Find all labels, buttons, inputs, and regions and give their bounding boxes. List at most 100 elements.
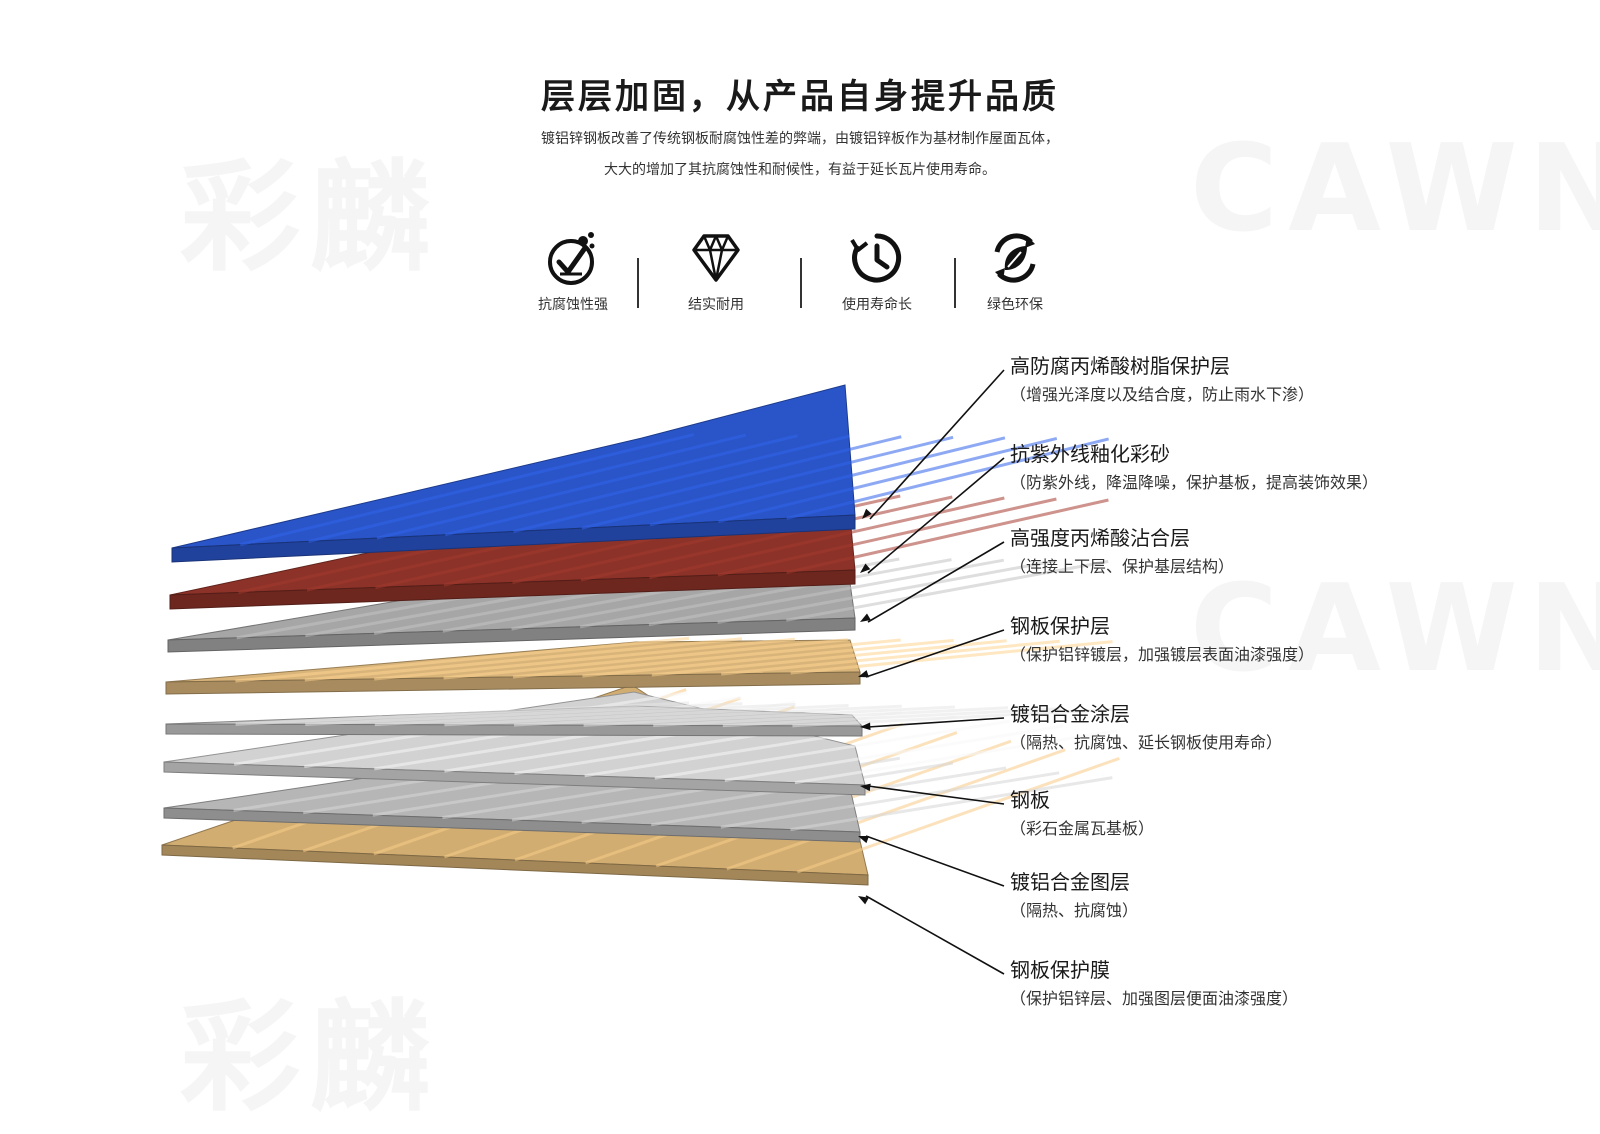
layer-desc: （彩石金属瓦基板） — [1010, 819, 1155, 838]
leader-arrowhead — [860, 613, 871, 622]
layer-ridge — [305, 702, 743, 726]
divider — [954, 258, 956, 308]
leader-arrowhead — [858, 896, 869, 905]
watermark-cn: 彩麟 — [180, 149, 440, 288]
intro-line-2: 大大的增加了其抗腐蚀性和耐候性，有益于延长瓦片使用寿命。 — [604, 162, 996, 178]
layer-ridge — [582, 638, 954, 678]
layer-ridge — [653, 706, 1009, 727]
layer-label-protective-film: 钢板保护膜 （保护铝锌层、加强图层便面油漆强度） — [1010, 956, 1298, 1011]
divider — [800, 258, 802, 308]
feature-durable: 结实耐用 — [651, 230, 781, 314]
feature-label: 使用寿命长 — [842, 297, 912, 313]
layer-ridge — [654, 719, 1010, 780]
watermark-cn: 彩麟 — [180, 989, 440, 1128]
layer-ridge — [513, 704, 902, 727]
layer-front-edge — [167, 617, 856, 653]
layer-ridge — [580, 495, 953, 582]
leader-arrowhead — [862, 508, 872, 519]
clock-icon — [850, 233, 902, 283]
feature-anti-corrosion: 抗腐蚀性强 — [508, 230, 638, 314]
layer-ridge — [235, 701, 690, 726]
layer-ridge — [374, 702, 796, 727]
layer-front-edge — [171, 514, 856, 563]
layer-ridge — [235, 636, 690, 683]
layer-title: 钢板保护层 — [1010, 614, 1110, 638]
layer-front-edge — [165, 723, 863, 737]
layer-front-edge — [163, 761, 866, 796]
layer-ridge — [786, 559, 1109, 622]
layer-ridge — [794, 729, 1118, 785]
diamond-icon — [692, 234, 740, 282]
layer-ridge — [720, 771, 1060, 829]
leader-arrowhead — [858, 670, 869, 678]
leader-line — [865, 895, 1005, 975]
leader-arrowhead — [860, 563, 871, 573]
layer-title: 抗紫外线釉化彩砂 — [1010, 442, 1170, 466]
page-title: 层层加固，从产品自身提升品质 — [541, 76, 1059, 117]
layer-ridge — [786, 498, 1109, 574]
layer-label-acrylic-resin: 高防腐丙烯酸树脂保护层 （增强光泽度以及结合度，防止雨水下渗） — [1010, 352, 1314, 407]
intro-text: 镀铝锌钢板改善了传统钢板耐腐蚀性差的弊端，由镀铝锌板作为基材制作屋面瓦体， 大大… — [0, 124, 1600, 186]
leader-line — [865, 629, 1005, 678]
layer-ridge — [304, 637, 743, 682]
layer-desc: （防紫外线，降温降噪，保护基板，提高装饰效果） — [1010, 473, 1379, 492]
leader-line — [865, 835, 1005, 887]
layer-ridge — [581, 435, 954, 530]
layer-desc: （连接上下层、保护基层结构） — [1010, 557, 1235, 576]
layer-ridge — [376, 434, 798, 540]
layer-acrylic-resin — [171, 384, 1110, 563]
layer-ridge — [443, 638, 848, 680]
layer-ridge — [786, 437, 1110, 520]
layer-title: 镀铝合金图层 — [1010, 870, 1130, 894]
feature-label: 绿色环保 — [987, 297, 1043, 313]
layer-ridge — [726, 748, 1066, 871]
intro-line-1: 镀铝锌钢板改善了传统钢板耐腐蚀性差的弊端，由镀铝锌板作为基材制作屋面瓦体， — [541, 131, 1059, 147]
layer-ridge — [722, 707, 1062, 728]
feature-eco: 绿色环保 — [950, 230, 1080, 314]
layer-ridge — [717, 559, 1057, 624]
layer-ridge — [649, 436, 1006, 527]
watermark-latin: CAWN — [1190, 560, 1600, 699]
layer-label-steel-plate: 钢板 （彩石金属瓦基板） — [1010, 786, 1154, 841]
layer-ridge — [651, 639, 1007, 677]
layer-label-color-sand: 抗紫外线釉化彩砂 （防紫外线，降温降噪，保护基板，提高装饰效果） — [1010, 440, 1378, 495]
layer-ridge — [790, 640, 1113, 675]
layer-ridge — [444, 703, 849, 727]
leader-line — [869, 369, 1005, 520]
layer-ridge — [717, 497, 1057, 577]
layer-steel-protection — [165, 636, 1113, 695]
layer-desc: （隔热、抗腐蚀、延长钢板使用寿命） — [1010, 733, 1283, 752]
divider — [637, 258, 639, 308]
layer-ridge — [790, 776, 1113, 832]
layer-ridge — [650, 766, 1007, 827]
layer-ridge — [721, 639, 1060, 676]
layer-label-steel-protection: 钢板保护层 （保护铝锌镀层，加强镀层表面油漆强度） — [1010, 612, 1314, 667]
layer-front-edge — [163, 807, 861, 843]
feature-long-life: 使用寿命长 — [812, 230, 942, 314]
layer-ridge — [374, 637, 795, 681]
layer-ridge — [581, 761, 954, 824]
layer-ridge — [444, 434, 850, 537]
layer-desc: （隔热、抗腐蚀） — [1010, 901, 1139, 920]
layer-front-edge — [169, 569, 856, 610]
layer-desc: （保护铝锌镀层，加强镀层表面油漆强度） — [1010, 645, 1315, 664]
layer-front-edge — [161, 844, 869, 886]
layer-ridge — [513, 435, 902, 533]
leader-line — [867, 541, 1005, 623]
leader-arrowhead — [858, 835, 869, 844]
layer-ridge — [649, 496, 1005, 579]
layer-ridge — [583, 705, 955, 727]
layer-label-alloy-layer: 镀铝合金图层 （隔热、抗腐蚀） — [1010, 868, 1138, 923]
layer-ridge — [239, 433, 695, 547]
layer-desc: （保护铝锌层、加强图层便面油漆强度） — [1010, 989, 1299, 1008]
feature-label: 结实耐用 — [688, 297, 744, 313]
feature-label: 抗腐蚀性强 — [538, 297, 608, 313]
leader-arrowhead — [860, 783, 871, 792]
layer-ridge — [512, 638, 901, 679]
layer-title: 高强度丙烯酸沾合层 — [1010, 526, 1190, 550]
layer-ridge — [579, 558, 952, 629]
leader-line — [867, 785, 1005, 805]
layer-label-alloy-coating: 镀铝合金涂层 （隔热、抗腐蚀、延长钢板使用寿命） — [1010, 700, 1282, 755]
layer-ridge — [796, 756, 1120, 874]
